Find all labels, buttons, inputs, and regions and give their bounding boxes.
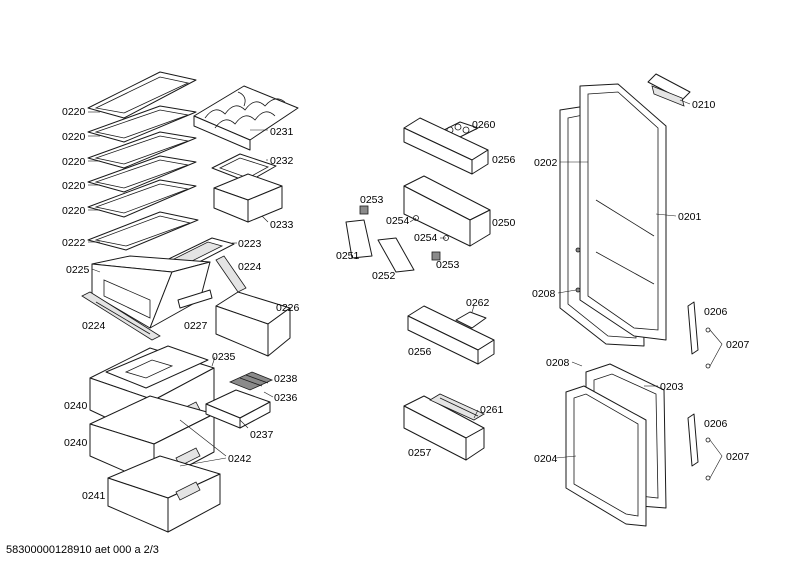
label-0232: 0232: [270, 155, 294, 167]
label-0237: 0237: [250, 429, 274, 441]
label-0208: 0208: [546, 357, 570, 369]
drawer-box-0233: [213, 173, 283, 223]
door-bin-0256-top: [403, 117, 489, 175]
label-0254: 0254: [386, 215, 410, 227]
spring-0207-bottom: [705, 437, 723, 481]
label-0220: 0220: [62, 131, 86, 143]
freezer-drawer-0241: [107, 455, 221, 533]
label-0227: 0227: [184, 320, 208, 332]
leader-lines: [88, 99, 691, 467]
hinge-0206-bottom: [687, 413, 699, 467]
glass-shelf-0220-5: [87, 179, 197, 218]
clip-0253-bottom: [431, 251, 441, 261]
label-0257: 0257: [408, 447, 432, 459]
fridge-door-0201: [575, 83, 667, 341]
side-rail-0224-right: [215, 255, 247, 293]
spring-0207-top: [705, 327, 723, 369]
label-0240: 0240: [64, 437, 88, 449]
freezer-shelf-0235: [105, 345, 209, 389]
label-0206: 0206: [704, 418, 728, 430]
label-0251: 0251: [336, 250, 360, 262]
label-0252: 0252: [372, 270, 396, 282]
label-0261: 0261: [480, 404, 504, 416]
hinge-0206-top: [687, 301, 699, 355]
label-0220: 0220: [62, 106, 86, 118]
label-0233: 0233: [270, 219, 294, 231]
door-bin-0256-middle: [407, 305, 495, 365]
label-0256: 0256: [492, 154, 516, 166]
storage-box-0226: [215, 291, 291, 357]
glass-shelf-0220-1: [87, 71, 197, 119]
label-0238: 0238: [274, 373, 298, 385]
label-0253: 0253: [360, 194, 384, 206]
label-0225: 0225: [66, 264, 90, 276]
bin-flap-0251: [345, 219, 373, 259]
crisper-drawer-0225: [91, 255, 211, 329]
bottle-rack-0231: [193, 85, 299, 151]
label-0224: 0224: [238, 261, 262, 273]
label-0220: 0220: [62, 205, 86, 217]
bottle-guard-0261: [429, 393, 485, 421]
door-bin-0250: [403, 175, 491, 247]
part-labels: 0220 0220 0220 0220 0220 0222 0225 0224 …: [62, 99, 750, 502]
label-0240: 0240: [64, 400, 88, 412]
crisper-divider-0227: [177, 289, 213, 309]
label-0207: 0207: [726, 451, 750, 463]
door-bin-0257: [403, 395, 485, 461]
door-gasket-0204: [565, 385, 647, 527]
label-0236: 0236: [274, 392, 298, 404]
ice-tray-0238: [228, 371, 274, 391]
drawer-lid-0232: [211, 153, 277, 183]
label-0250: 0250: [492, 217, 516, 229]
clip-0253-top: [359, 205, 369, 215]
label-0262: 0262: [466, 297, 490, 309]
label-0235: 0235: [212, 351, 236, 363]
label-0254: 0254: [414, 232, 438, 244]
handle-cover-0210: [647, 73, 691, 107]
label-0206: 0206: [704, 306, 728, 318]
label-0220: 0220: [62, 180, 86, 192]
label-0222: 0222: [62, 237, 86, 249]
label-0223: 0223: [238, 238, 262, 250]
label-0202: 0202: [534, 157, 558, 169]
label-0201: 0201: [678, 211, 702, 223]
document-id: 58300000128910 aet 000 a 2/3: [6, 544, 159, 556]
label-0203: 0203: [660, 381, 684, 393]
label-0241: 0241: [82, 490, 106, 502]
ice-box-0236: [205, 389, 271, 429]
glass-shelf-0220-2: [87, 105, 197, 143]
label-0253: 0253: [436, 259, 460, 271]
glass-shelf-0222: [87, 211, 199, 251]
label-0220: 0220: [62, 156, 86, 168]
label-0226: 0226: [276, 302, 300, 314]
label-0231: 0231: [270, 126, 294, 138]
label-0208: 0208: [532, 288, 556, 300]
hinge-pin-0254-top: [413, 215, 419, 221]
butter-lid-0262: [455, 311, 487, 329]
label-0210: 0210: [692, 99, 716, 111]
label-0224: 0224: [82, 320, 106, 332]
label-0204: 0204: [534, 453, 558, 465]
glass-shelf-0220-3: [87, 131, 197, 169]
side-rail-0224-left: [81, 291, 161, 341]
label-0260: 0260: [472, 119, 496, 131]
label-0207: 0207: [726, 339, 750, 351]
label-0242: 0242: [228, 453, 252, 465]
label-0256: 0256: [408, 346, 432, 358]
bin-flap-0252: [377, 237, 415, 273]
glass-shelf-0220-4: [87, 155, 197, 193]
